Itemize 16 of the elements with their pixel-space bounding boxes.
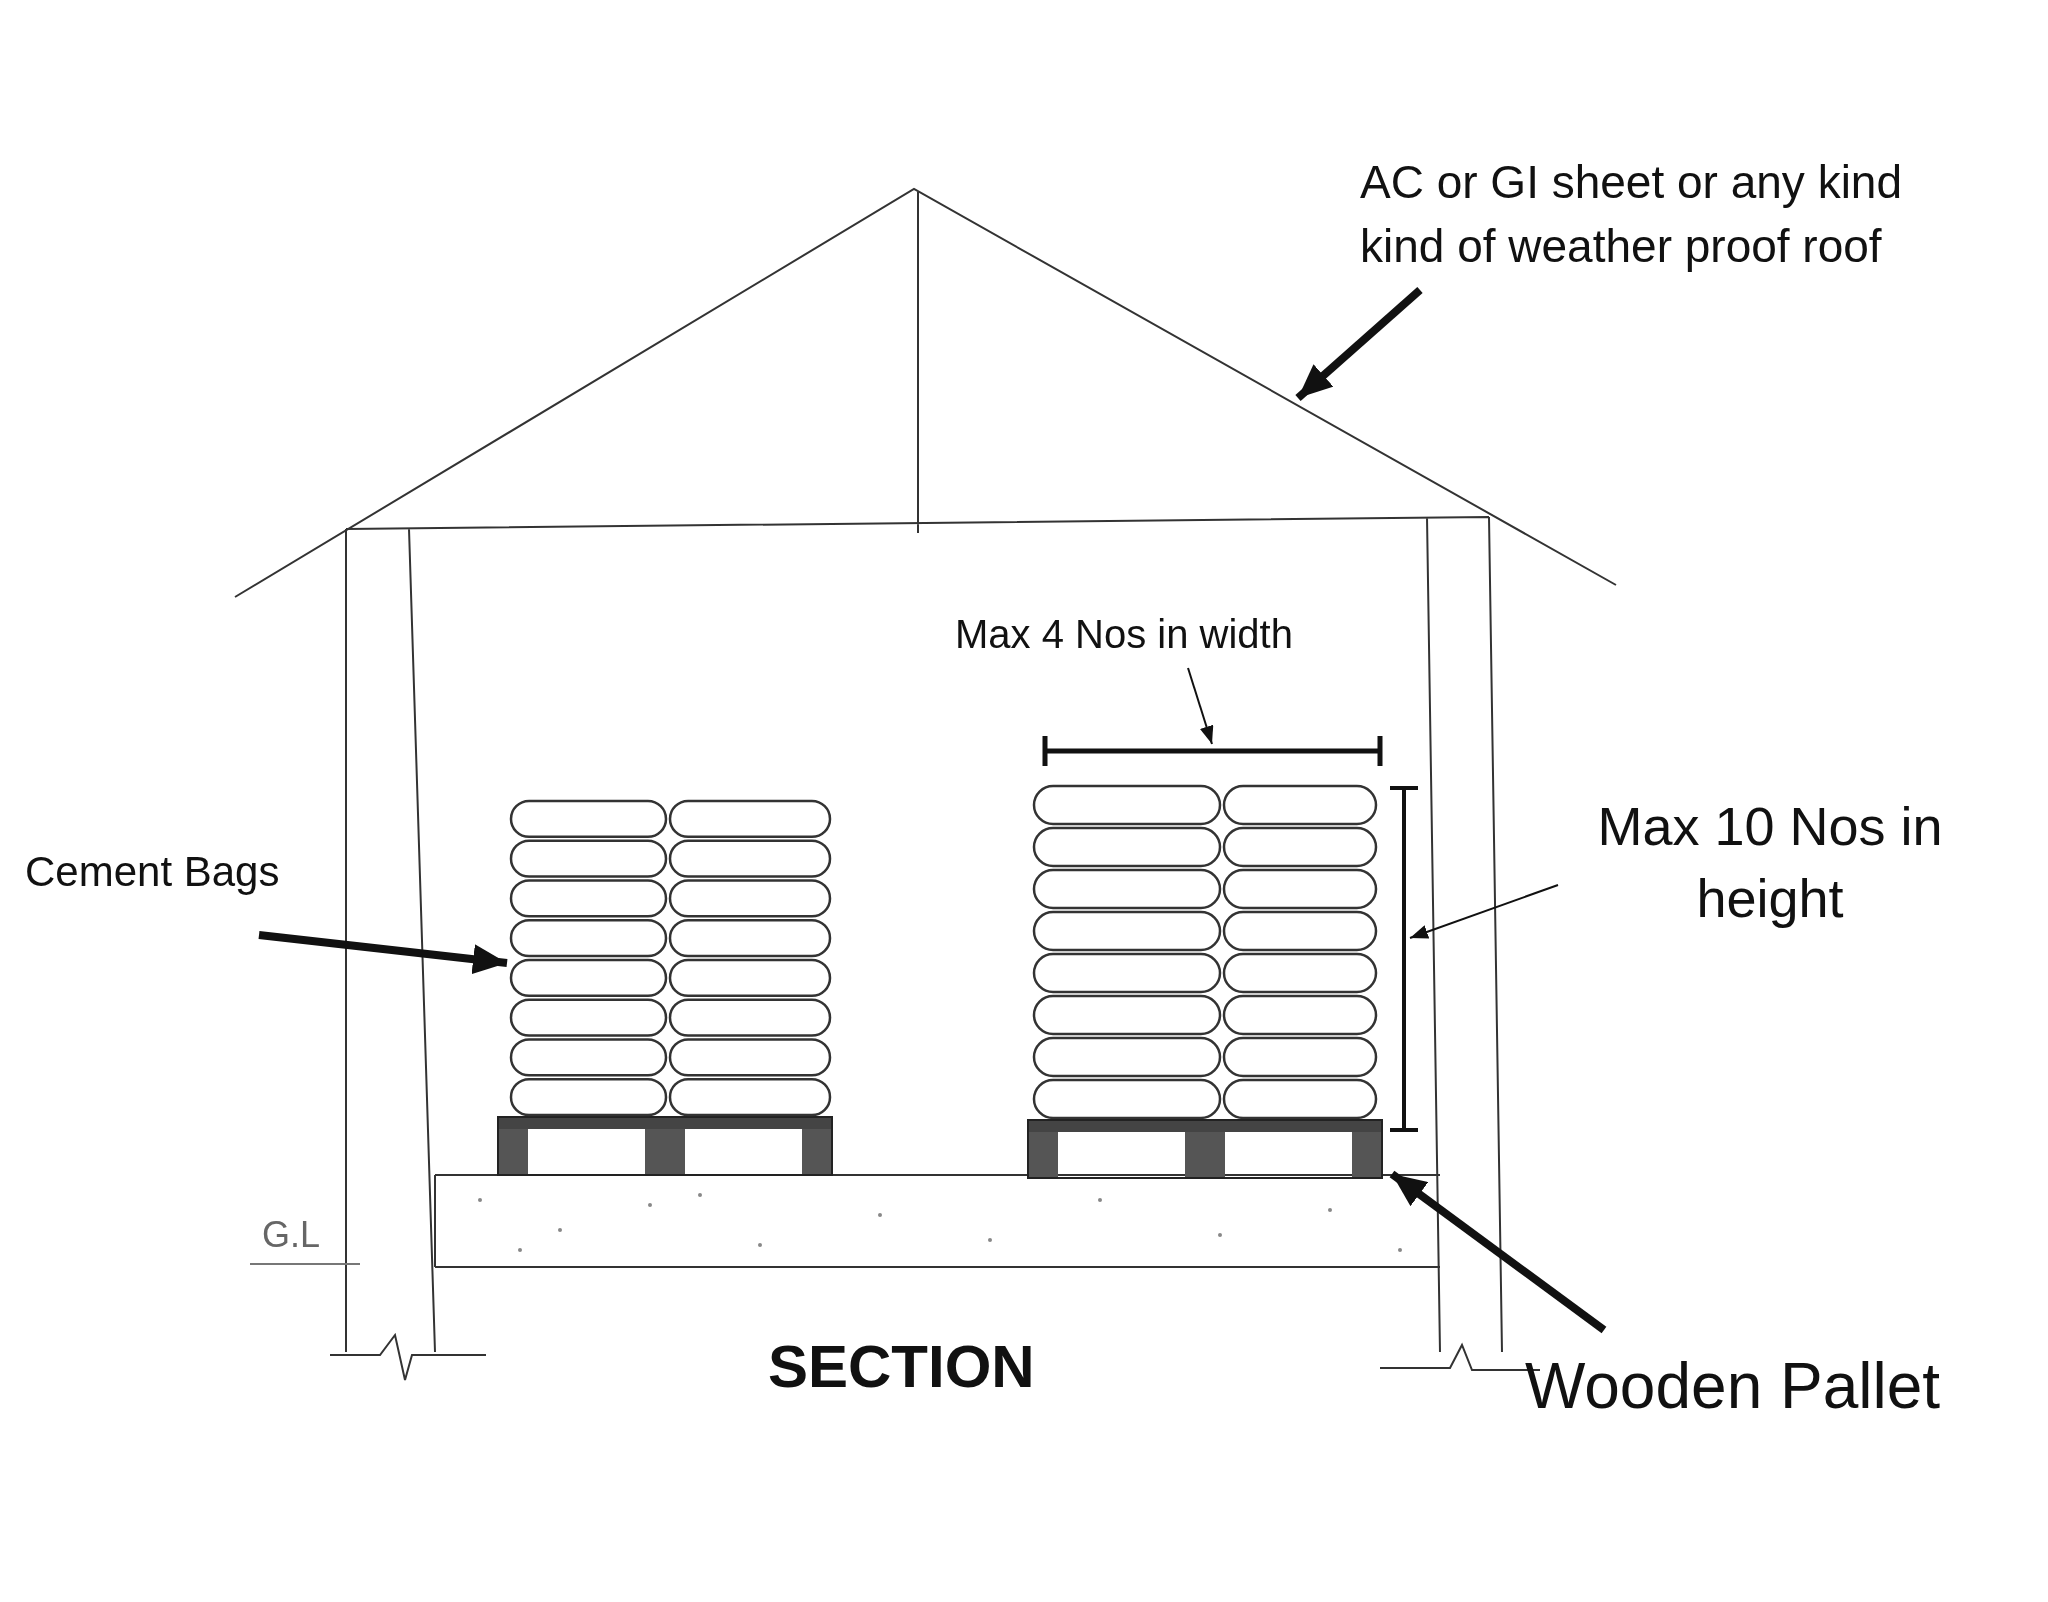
callout-text: AC or GI sheet or any kind kind of weather proof roof [1360, 150, 1960, 278]
callout-text: Wooden Pallet [1525, 1345, 1941, 1429]
leader-line [1409, 884, 1559, 939]
ground-level-label: G.L [262, 1213, 321, 1257]
width-dimension-bar [1042, 733, 1383, 769]
cement-bag-stack-drawing [509, 799, 832, 1117]
height-dimension-bar [1388, 786, 1420, 1132]
arrow [1295, 287, 1423, 401]
arrow [258, 931, 508, 975]
pallet-drawing [1027, 1119, 1383, 1179]
section-title: SECTION [768, 1332, 1035, 1402]
leader-line [1187, 667, 1214, 745]
callout-text: Max 10 Nos in height [1560, 790, 1980, 934]
callout-text: Max 4 Nos in width [955, 608, 1293, 660]
arrow [1389, 1170, 1607, 1334]
callout-text: Cement Bags [25, 845, 280, 900]
